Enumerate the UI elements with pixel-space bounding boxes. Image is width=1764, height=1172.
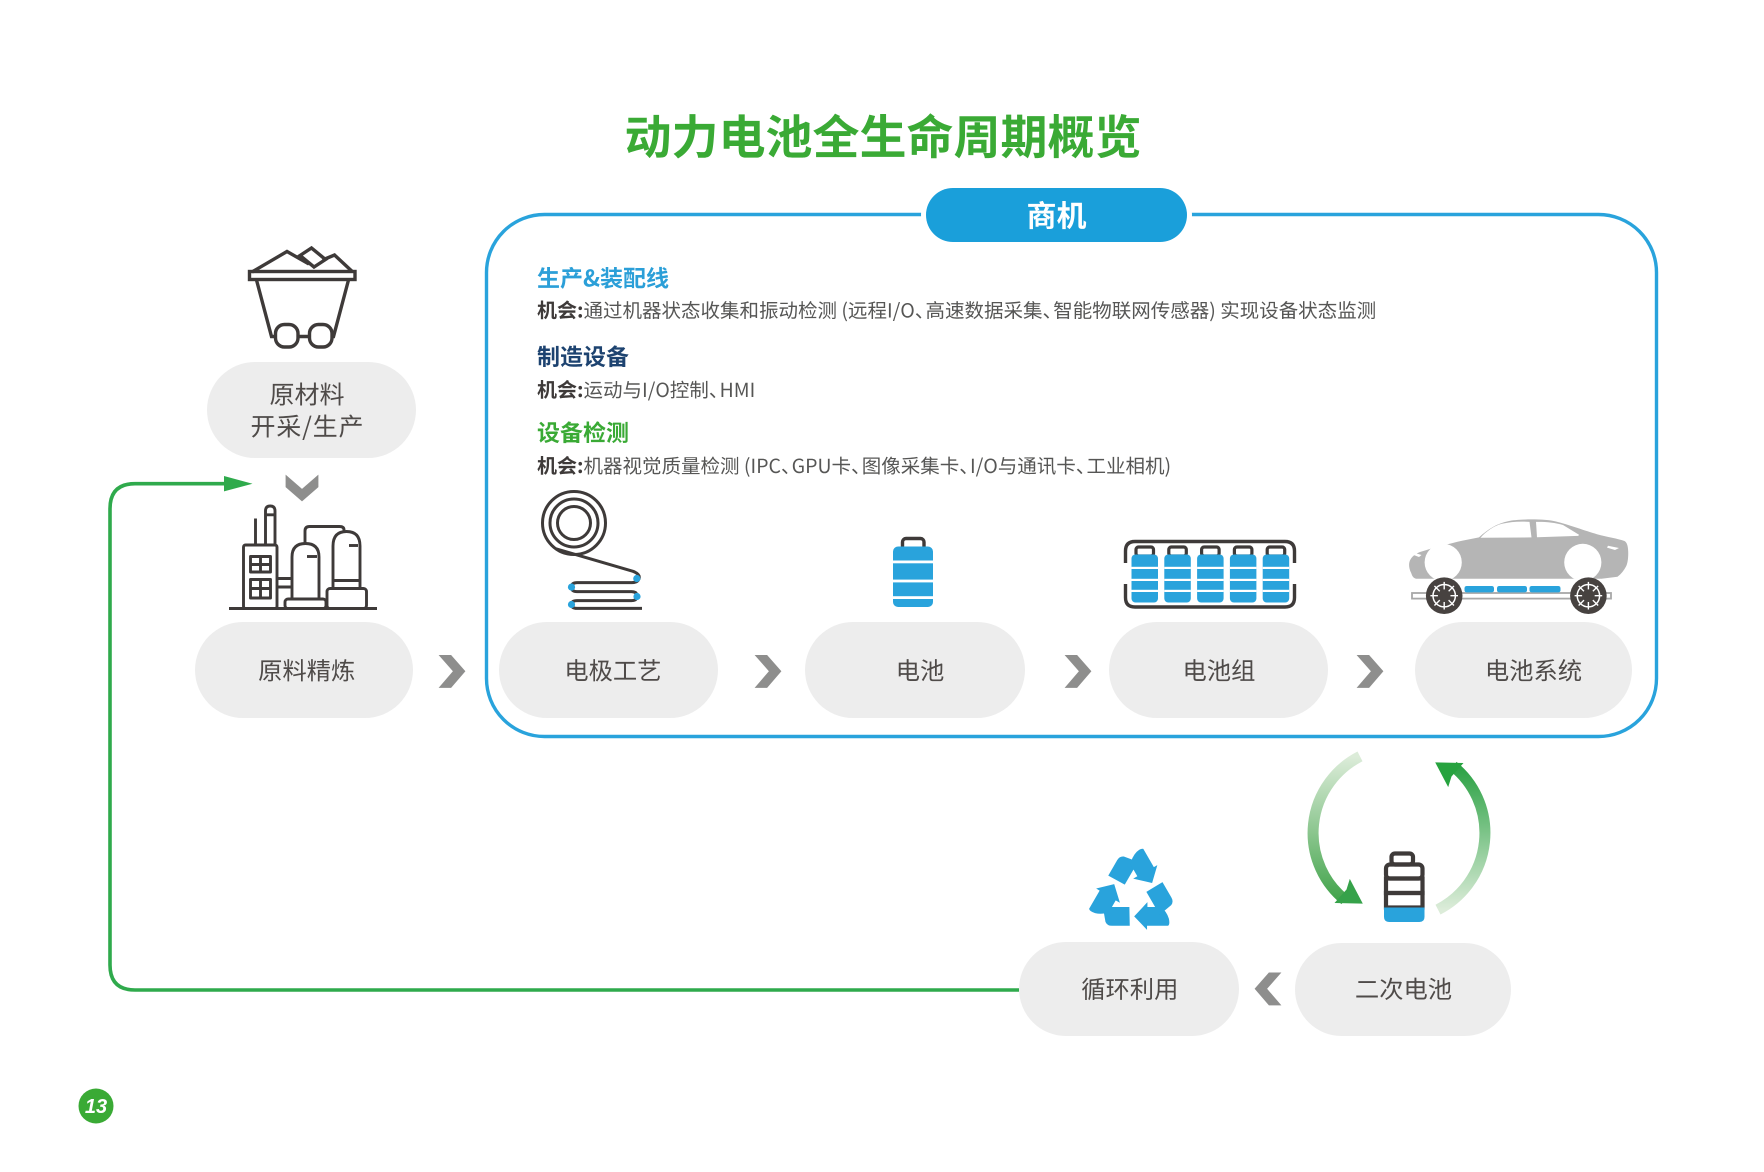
svg-text:13: 13 [85,1096,107,1118]
